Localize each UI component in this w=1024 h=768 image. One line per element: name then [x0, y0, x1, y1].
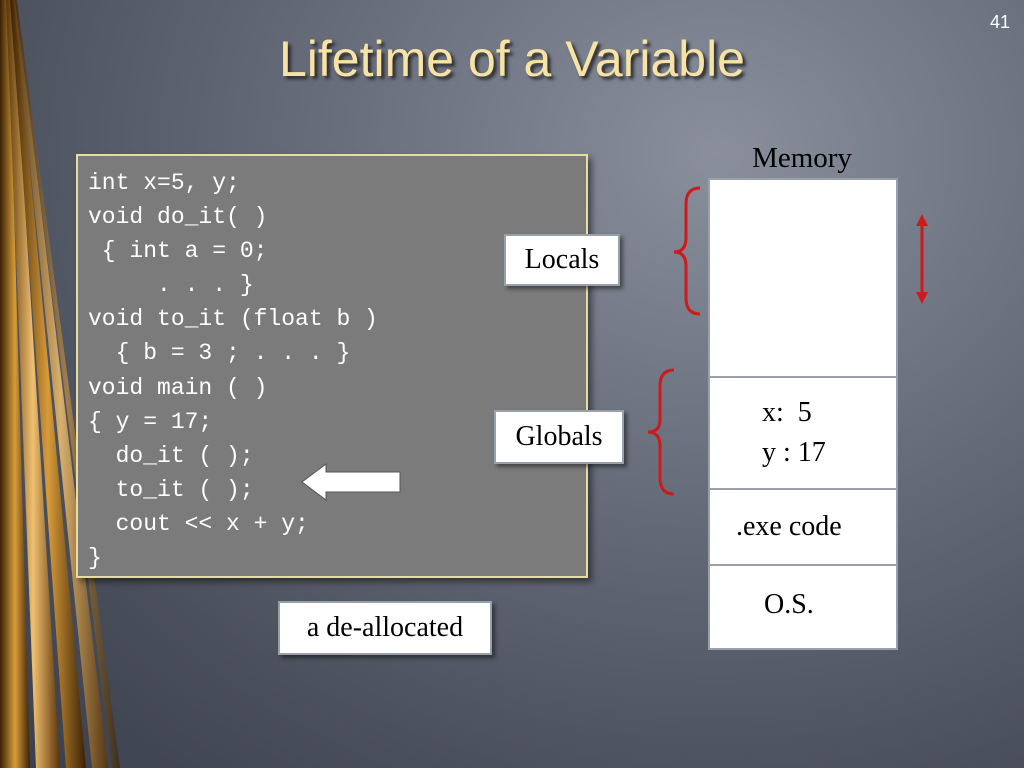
code-line: void do_it( ): [88, 204, 268, 231]
code-line: do_it ( );: [88, 442, 254, 469]
code-line: int x=5, y;: [88, 170, 240, 196]
memory-global-x: x: 5: [762, 397, 812, 428]
memory-diagram: x: 5 y : 17 .exe code O.S.: [708, 178, 898, 650]
memory-os-region: O.S.: [710, 566, 896, 648]
globals-label: Globals: [494, 410, 624, 464]
code-line: { b = 3 ; . . . }: [88, 340, 351, 367]
memory-exe-label: .exe code: [736, 511, 842, 542]
code-line: void main ( ): [88, 374, 268, 401]
stack-growth-arrow-icon: [916, 214, 928, 304]
memory-locals-region: [710, 180, 896, 378]
code-line: void to_it (float b ): [88, 306, 378, 333]
slide-number: 41: [989, 12, 1010, 32]
locals-brace: [673, 186, 701, 316]
memory-exe-region: .exe code: [710, 490, 896, 566]
code-line: to_it ( );: [88, 476, 254, 503]
code-line: }: [88, 545, 102, 572]
code-line: . . . }: [88, 272, 254, 299]
memory-title: Memory: [752, 142, 852, 174]
memory-globals-region: x: 5 y : 17: [710, 378, 896, 490]
memory-global-y: y : 17: [762, 437, 826, 468]
code-line: { int a = 0;: [88, 238, 268, 265]
code-line: cout << x + y;: [88, 510, 309, 537]
locals-label: Locals: [504, 234, 620, 286]
globals-brace: [647, 368, 675, 496]
code-line: { y = 17;: [88, 408, 213, 435]
memory-os-label: O.S.: [764, 589, 814, 620]
slide-title: Lifetime of a Variable: [279, 31, 745, 87]
code-listing: int x=5, y; void do_it( ) { int a = 0; .…: [76, 154, 588, 578]
deallocated-label: a de-allocated: [278, 601, 492, 655]
